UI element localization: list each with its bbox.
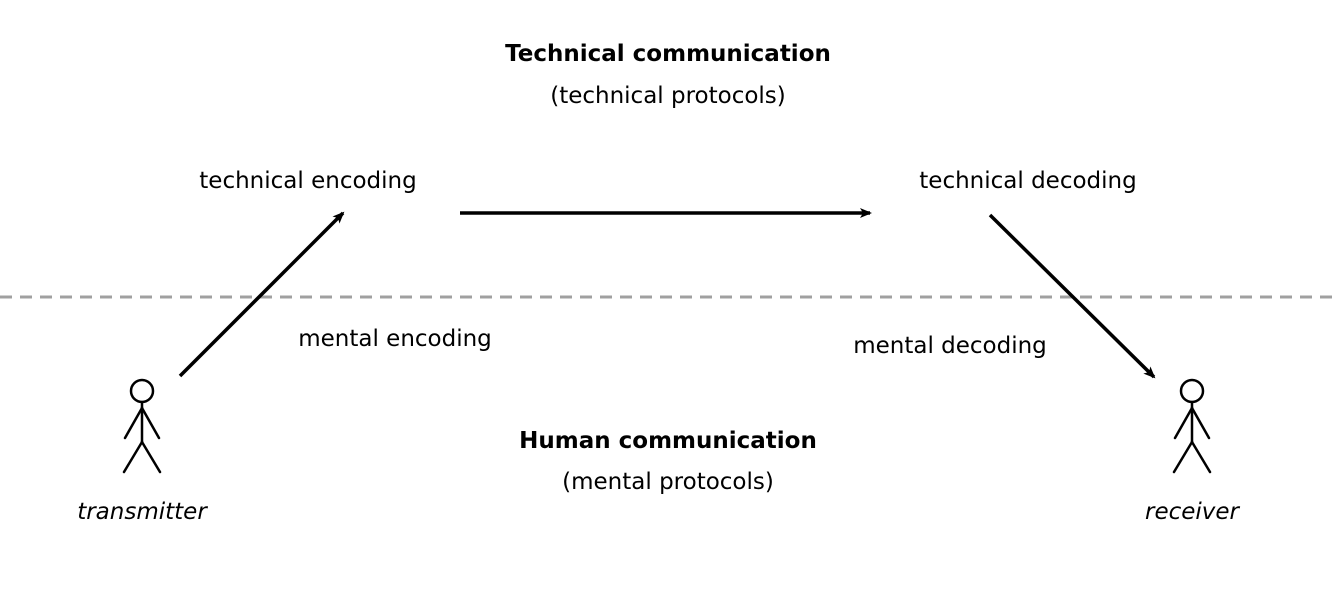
mental-decoding-label: mental decoding — [853, 333, 1047, 359]
mental-encoding-label: mental encoding — [298, 326, 492, 352]
encoding-arrow — [178, 211, 345, 378]
mental-protocols-subtitle: (mental protocols) — [562, 469, 774, 495]
human-communication-title: Human communication — [519, 428, 817, 454]
receiver-stick-figure-icon — [1172, 378, 1212, 474]
receiver-label: receiver — [1144, 499, 1240, 525]
technical-decoding-label: technical decoding — [919, 168, 1137, 194]
technical-protocols-subtitle: (technical protocols) — [550, 83, 786, 109]
technical-communication-title: Technical communication — [505, 41, 831, 67]
decoding-arrow — [988, 213, 1156, 379]
technical-encoding-label: technical encoding — [199, 168, 417, 194]
transmitter-label: transmitter — [77, 499, 207, 525]
transmitter-stick-figure-icon — [122, 378, 162, 474]
